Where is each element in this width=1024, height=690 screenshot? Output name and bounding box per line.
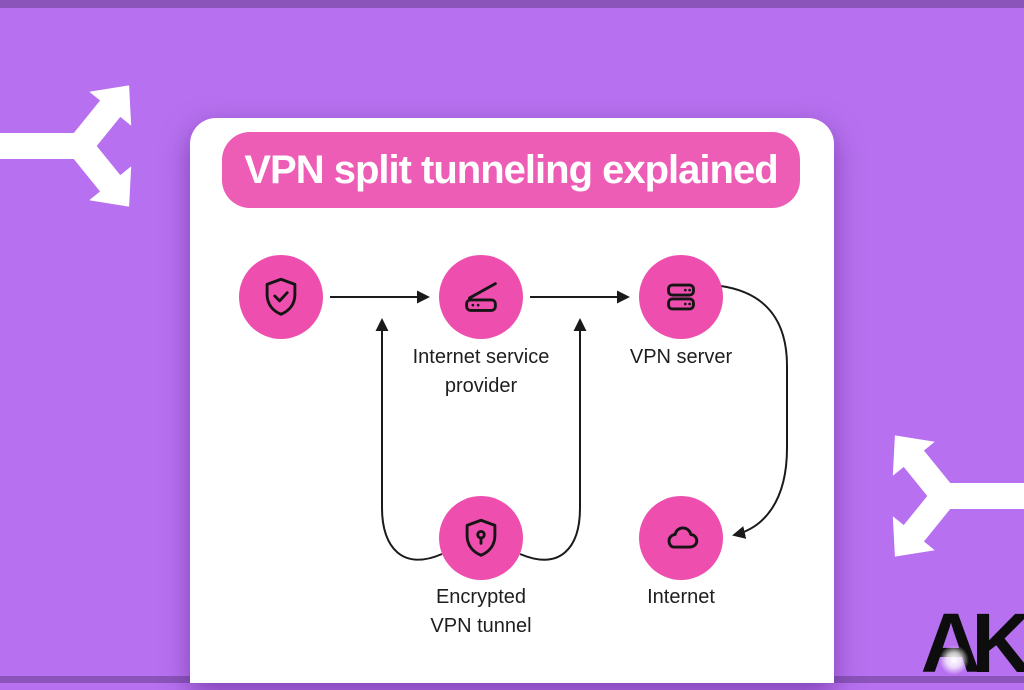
node-encrypted-tunnel bbox=[439, 496, 523, 580]
ak-logo: AK bbox=[921, 601, 1024, 685]
page-title: VPN split tunneling explained bbox=[244, 147, 778, 192]
node-isp bbox=[439, 255, 523, 339]
arrow-vpn-server-to-internet bbox=[720, 285, 788, 539]
arrow-tunnel-up-left bbox=[375, 318, 443, 561]
split-arrow-right-icon bbox=[892, 435, 1024, 557]
flow-arrows bbox=[330, 285, 788, 561]
logo-glow-dot bbox=[938, 645, 969, 675]
shield-check-icon bbox=[265, 277, 297, 316]
router-icon bbox=[465, 282, 497, 312]
server-icon bbox=[667, 283, 695, 311]
label-internet: Internet bbox=[647, 586, 715, 608]
node-vpn-server bbox=[639, 255, 723, 339]
arrow-tunnel-up-right bbox=[519, 318, 587, 561]
infographic-card: VPN split tunneling explained bbox=[190, 118, 834, 683]
ak-logo-text: AK bbox=[920, 596, 1024, 690]
label-vpn-server: VPN server bbox=[629, 346, 733, 368]
node-client bbox=[239, 255, 323, 339]
shield-lock-icon bbox=[465, 518, 497, 557]
label-isp: Internet service provider bbox=[412, 346, 550, 397]
label-encrypted-tunnel: Encrypted VPN tunnel bbox=[430, 586, 532, 637]
node-internet bbox=[639, 496, 723, 580]
split-arrow-left-icon bbox=[0, 85, 132, 207]
title-banner: VPN split tunneling explained bbox=[222, 132, 800, 208]
top-edge-strip bbox=[0, 0, 1024, 8]
cloud-icon bbox=[667, 526, 699, 549]
